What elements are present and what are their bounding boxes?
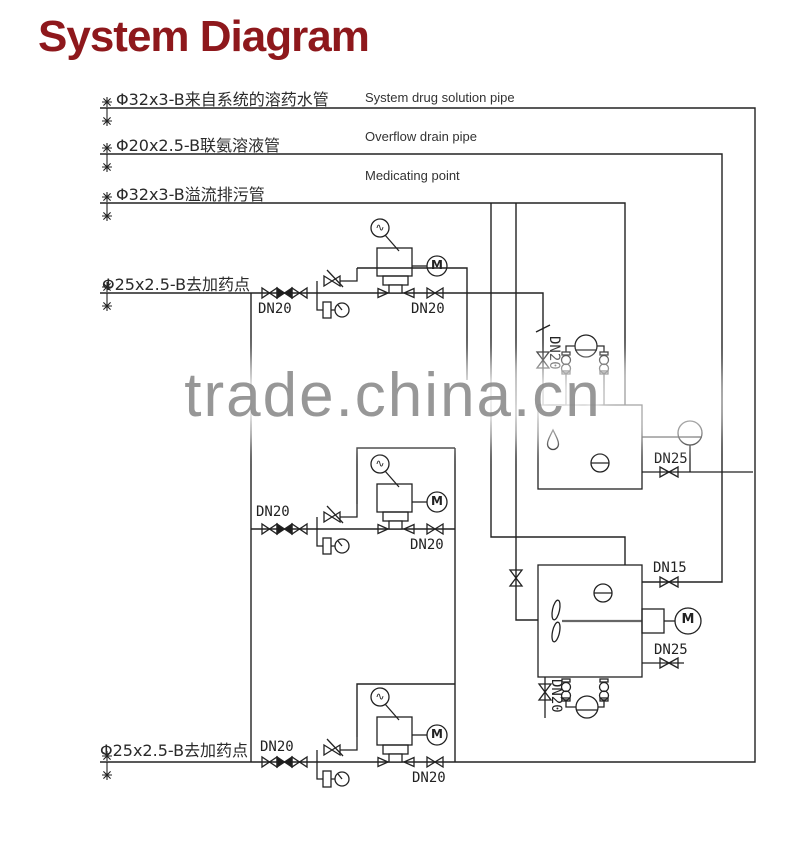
diaphragm-pump-icon: [575, 695, 599, 719]
watermark-glow: [40, 358, 730, 444]
pipe-anchor-icon: [101, 210, 113, 222]
pipe-anchor-icon: [101, 161, 113, 173]
pipe3-label-en: Medicating point: [365, 168, 460, 183]
pipe-anchor-icon: [101, 769, 113, 781]
dn-label: DN20: [411, 301, 445, 317]
pipe1-label-en: System drug solution pipe: [365, 90, 515, 105]
pipe-anchor-icon: [101, 96, 113, 108]
dn-label: DN25: [654, 451, 688, 467]
dn-label: DN20: [548, 679, 564, 713]
dn-label: DN20: [256, 504, 290, 520]
dn-label: DN20: [260, 739, 294, 755]
pipe-anchor-icon: [101, 115, 113, 127]
agitator-blade-icon: [551, 621, 561, 643]
dn-label: DN20: [410, 537, 444, 553]
pipe1-label-cn: Φ32x3-B来自系统的溶药水管: [116, 90, 329, 109]
watermark: trade.china.cn: [184, 361, 602, 430]
branch-bottom-label: Φ25x2.5-B去加药点: [100, 741, 249, 760]
check-valve-stack: [598, 678, 610, 702]
pump-tag-glyph: ∿: [375, 221, 385, 234]
pipe-overflow-drain: [100, 202, 626, 405]
pipe-anchor-icon: [101, 142, 113, 154]
pipe2-label-en: Overflow drain pipe: [365, 129, 477, 144]
dn-label: DN25: [654, 642, 688, 658]
motor-letter: M: [431, 258, 443, 272]
dn-label: DN15: [653, 560, 687, 576]
pipe2-label-cn: Φ20x2.5-B联氨溶液管: [116, 136, 281, 155]
motor-letter: M: [681, 612, 695, 627]
agitator-coupling: [641, 608, 665, 634]
motor-icon: [674, 607, 702, 635]
pump-tag-glyph: ∿: [375, 457, 385, 470]
pipe-anchors: [101, 96, 113, 781]
motor-letter: M: [431, 727, 443, 741]
dn-label: DN20: [412, 770, 446, 786]
pipe3-label-cn: Φ32x3-B溢流排污管: [116, 185, 265, 204]
pipe-anchor-icon: [101, 191, 113, 203]
pipe-anchor-icon: [101, 300, 113, 312]
diaphragm-pump-icon: [574, 334, 598, 358]
page-title: System Diagram: [38, 12, 370, 61]
agitator-blade-icon: [551, 599, 561, 621]
branch-top-label: Φ25x2.5-B去加药点: [102, 275, 251, 294]
pump-tag-glyph: ∿: [375, 690, 385, 703]
dn-label: DN20: [258, 301, 292, 317]
equipment: [261, 218, 753, 788]
pipe-hydrazine: [100, 153, 723, 583]
motor-letter: M: [431, 494, 443, 508]
